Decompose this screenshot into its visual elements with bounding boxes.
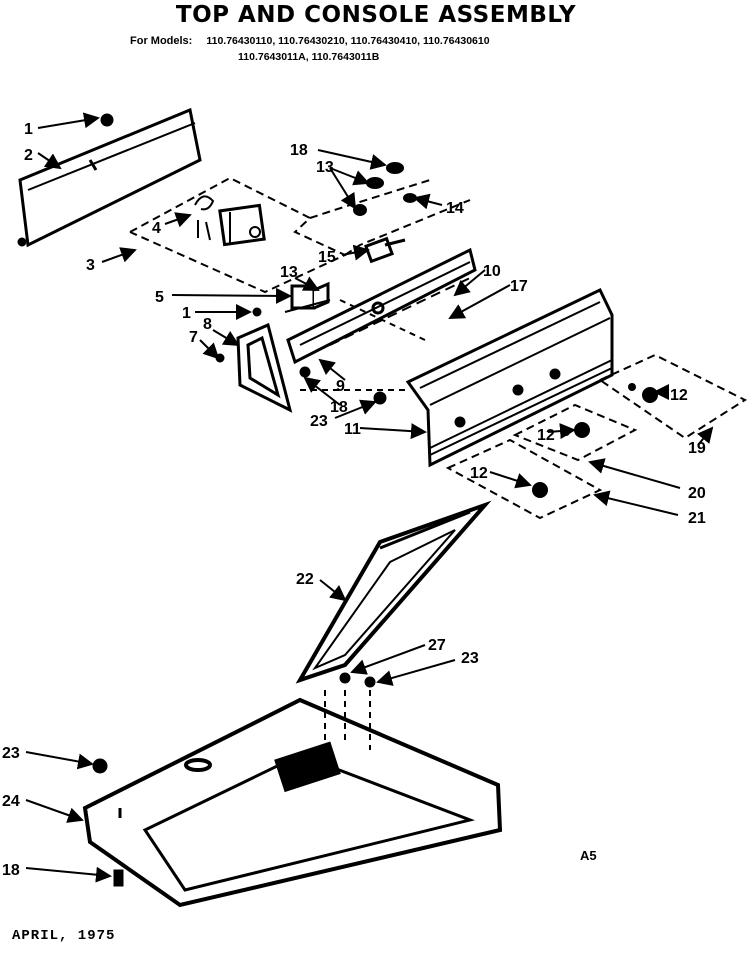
callout-13b: 13 [280, 264, 298, 281]
callout-18c: 18 [2, 862, 20, 879]
top-part-24 [82, 697, 503, 908]
footer-date: APRIL, 1975 [12, 928, 116, 944]
leader-arrows [25, 112, 714, 883]
side-bracket-part-8 [236, 322, 293, 413]
callout-1b: 1 [182, 305, 191, 322]
lint-door-part-22 [295, 500, 492, 684]
switch-part-15 [364, 236, 406, 264]
callout-14: 14 [446, 200, 464, 217]
page-title: TOP AND CONSOLE ASSEMBLY [175, 2, 577, 28]
callout-19: 19 [688, 440, 706, 457]
callout-13a: 13 [316, 159, 334, 176]
models-line-1: 110.76430110, 110.76430210, 110.76430410… [206, 35, 490, 47]
console-part-11 [405, 287, 614, 468]
model-list: For Models: 110.76430110, 110.76430210, 1… [130, 33, 490, 65]
alignment-lines [300, 299, 426, 770]
callout-12a: 12 [670, 387, 688, 404]
callout-3: 3 [86, 257, 95, 274]
callout-27: 27 [428, 637, 446, 654]
timer-part-5 [284, 281, 331, 313]
diagram-code: A5 [580, 848, 597, 863]
callout-18a: 18 [290, 142, 308, 159]
callout-8: 8 [203, 316, 212, 333]
callout-17: 17 [510, 278, 528, 295]
callout-12b: 12 [537, 427, 555, 444]
callout-23b: 23 [461, 650, 479, 667]
callout-22: 22 [296, 571, 314, 588]
callout-7: 7 [189, 329, 198, 346]
callout-11: 11 [344, 421, 361, 438]
callout-9: 9 [336, 378, 345, 395]
callout-12c: 12 [470, 465, 488, 482]
callout-18b: 18 [330, 399, 348, 416]
callout-10: 10 [483, 263, 501, 280]
callout-15: 15 [318, 249, 336, 266]
console-rail [286, 247, 477, 365]
callout-1a: 1 [24, 121, 33, 138]
callout-labels: 1 2 3 4 18 13 14 15 10 17 5 13 1 8 7 9 1… [2, 121, 706, 879]
callout-23c: 23 [2, 745, 20, 762]
callout-23a: 23 [310, 413, 328, 430]
callout-2: 2 [24, 147, 33, 164]
callout-21: 21 [688, 510, 706, 527]
models-label: For Models: [130, 35, 193, 47]
callout-4: 4 [152, 220, 161, 237]
rear-panel-part-2 [17, 107, 202, 248]
bracket-assembly-part-3 [129, 176, 348, 294]
models-line-2: 110.7643011A, 110.7643011B [238, 51, 380, 63]
callout-20: 20 [688, 485, 706, 502]
callout-5: 5 [155, 289, 164, 306]
callout-24: 24 [2, 793, 20, 810]
